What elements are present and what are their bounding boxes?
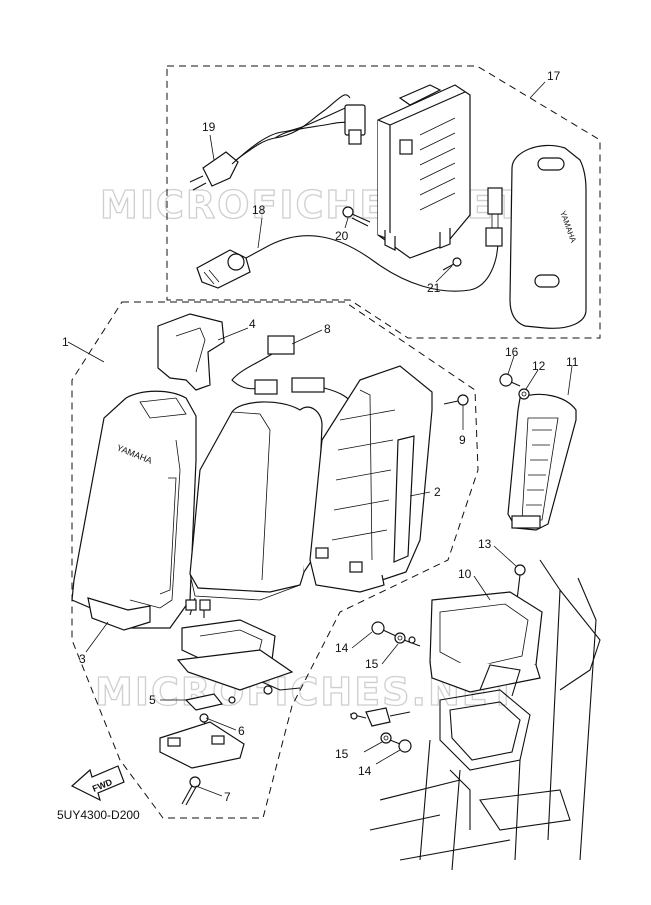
screw-21 [442, 257, 462, 271]
washer-15-upper [394, 632, 421, 647]
wire-harness-connector [485, 187, 503, 247]
callout-15-upper: 15 [365, 657, 379, 671]
callout-9: 9 [459, 433, 466, 447]
connector-harness [231, 335, 356, 411]
callout-11: 11 [566, 355, 579, 369]
callout-10: 10 [458, 567, 472, 581]
callout-6: 6 [238, 724, 245, 738]
battery-holder-rail [507, 393, 577, 531]
vehicle-frame [369, 559, 601, 871]
diagram-code: 5UY4300-D200 [57, 808, 140, 822]
small-plate-5 [184, 693, 224, 711]
callout-5: 5 [149, 693, 156, 707]
dc-connector-cord [196, 235, 499, 292]
callout-8: 8 [324, 322, 331, 336]
bolt-14-lower [389, 739, 412, 753]
screw-6 [199, 696, 236, 729]
charger-body [377, 84, 471, 259]
callout-14-lower: 14 [358, 764, 372, 778]
bottom-cover-plate [159, 721, 245, 769]
leader-lines [67, 81, 573, 797]
fwd-arrow: FWD [70, 765, 125, 802]
callout-19: 19 [202, 120, 216, 134]
battery-tray [429, 591, 543, 693]
callout-1: 1 [62, 335, 69, 349]
callout-16: 16 [505, 345, 519, 359]
callout-13: 13 [478, 537, 492, 551]
callout-21: 21 [427, 281, 441, 295]
callout-2: 2 [434, 485, 441, 499]
callout-18: 18 [252, 203, 266, 217]
callout-4: 4 [249, 317, 256, 331]
screw-9 [443, 394, 469, 406]
battery-case-frame [309, 365, 433, 593]
bolt-14-upper [371, 621, 397, 637]
collar-12 [518, 388, 530, 400]
battery-cell-pack [185, 401, 323, 618]
charger-group-outline [166, 65, 601, 339]
callout-3: 3 [79, 652, 86, 666]
callout-15-lower: 15 [335, 747, 349, 761]
ac-plug-cord [189, 94, 366, 191]
connector-plug-mid [349, 707, 411, 727]
battery-group-outline [71, 301, 479, 819]
bolt-20 [342, 206, 371, 227]
controller-board [176, 619, 301, 695]
battery-top-bracket [157, 313, 225, 391]
washer-15-lower [380, 732, 392, 744]
callout-17: 17 [547, 69, 561, 83]
screw-7 [181, 776, 201, 806]
battery-case-outer: YAMAHA [71, 390, 197, 631]
bolt-16 [499, 373, 521, 387]
callout-12: 12 [532, 359, 546, 373]
callout-7: 7 [224, 790, 231, 804]
charger-cover: YAMAHA [509, 144, 587, 329]
callout-14-upper: 14 [335, 641, 349, 655]
callout-20: 20 [335, 229, 349, 243]
callout-numbers: 1 2 3 4 5 6 7 8 9 10 11 12 13 14 15 16 1… [62, 69, 579, 804]
